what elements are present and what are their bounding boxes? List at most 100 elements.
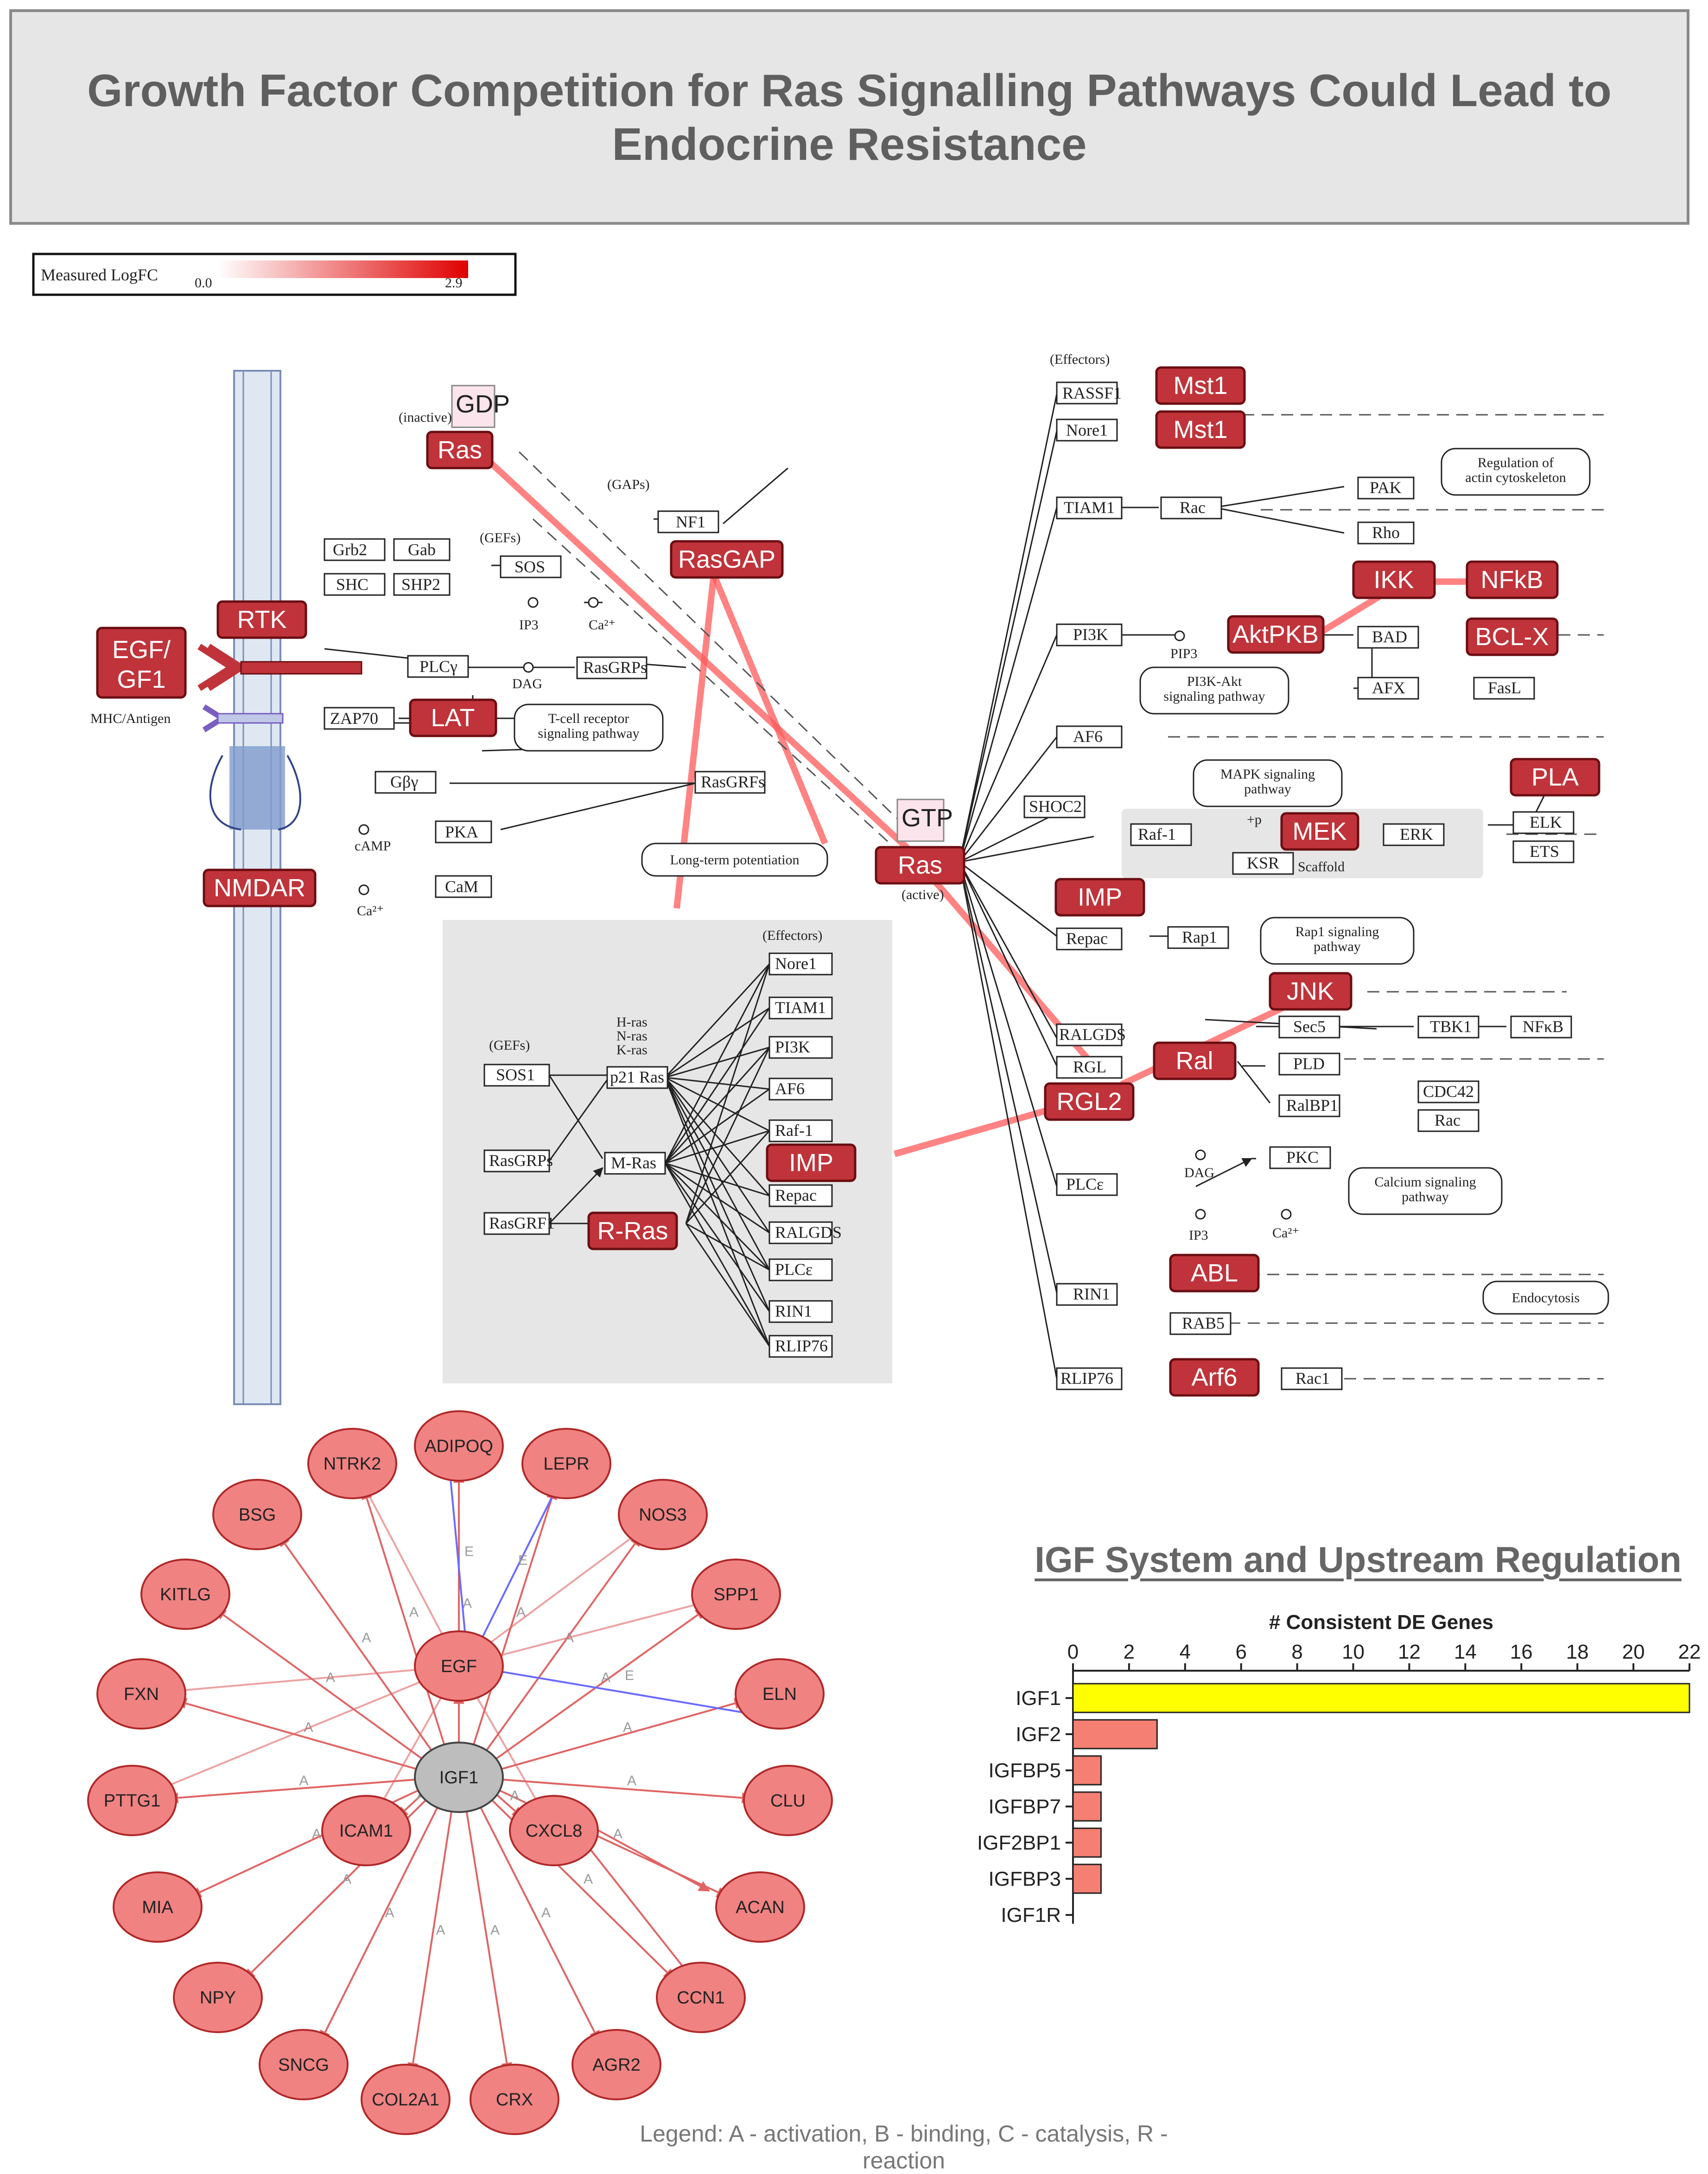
gene-nmdar xyxy=(203,868,317,907)
gene-imp-inner-label: IMP xyxy=(789,1149,833,1177)
box-nore1 xyxy=(1056,418,1118,442)
pathway-pi3kakt xyxy=(1139,666,1289,715)
label-tbk1: TBK1 xyxy=(1430,1017,1472,1036)
node-label: CCN1 xyxy=(677,1988,724,2008)
edge-imp-rgl2 xyxy=(894,1104,1058,1157)
node-crx xyxy=(470,2064,559,2135)
inset-effector-label: RLIP76 xyxy=(775,1337,828,1355)
label-pak: PAK xyxy=(1370,478,1402,497)
inset-effector-label: RIN1 xyxy=(775,1302,812,1320)
edge-igf1-crx xyxy=(464,1802,513,2074)
label-p21ras: p21 Ras xyxy=(610,1068,664,1086)
gene-mst1-b xyxy=(1155,410,1246,449)
label-rho: Rho xyxy=(1372,523,1400,542)
gaps-label: (GAPs) xyxy=(607,477,650,492)
gene-pla xyxy=(1510,758,1600,797)
box-tbk1 xyxy=(1417,1015,1479,1039)
label-nore1: Nore1 xyxy=(1066,421,1108,439)
gefs-label-2: (GEFs) xyxy=(489,1038,530,1053)
gene-mst1-a-label: Mst1 xyxy=(1173,372,1227,399)
node-label: COL2A1 xyxy=(372,2090,439,2110)
box-sos xyxy=(500,555,562,578)
label-ksr: KSR xyxy=(1247,854,1279,872)
label-rasgrps-2: RasGRPs xyxy=(489,1151,553,1170)
box-cdc42 xyxy=(1417,1080,1479,1103)
category-label: IGFBP3 xyxy=(989,1868,1061,1890)
gene-ikk-label: IKK xyxy=(1373,566,1414,594)
box-rasgrps xyxy=(576,656,648,679)
box-grb2 xyxy=(324,538,386,561)
category-label: IGF2BP1 xyxy=(977,1832,1061,1854)
ras-pathway-diagram: Grb2 Gab SHC SHP2 SOS NF1 PLCγ RasGRPs R… xyxy=(90,352,1609,1397)
box-p21ras xyxy=(606,1066,668,1089)
gene-rtk-label: RTK xyxy=(237,606,286,634)
network-legend: Legend: A - activation, B - binding, C -… xyxy=(640,2121,1168,2174)
label-pi3k: PI3K xyxy=(1073,625,1108,644)
edge-label: A xyxy=(627,1773,636,1788)
edge-egf-nos3 xyxy=(458,1514,664,1667)
box-rho xyxy=(1357,521,1415,545)
gene-lat xyxy=(409,698,497,737)
edge-label: A xyxy=(409,1605,419,1620)
gtp-badge xyxy=(896,799,945,842)
igf1-interaction-network: AAAAAAAAAAAAAAAAAAAAAEEEADIPOQLEPRNOS3SP… xyxy=(87,1410,833,2135)
node-agr2 xyxy=(571,2029,661,2100)
label-rac2: Rac xyxy=(1435,1111,1460,1129)
edge-igf1-clu xyxy=(495,1778,753,1804)
label-zap70: ZAP70 xyxy=(330,709,378,728)
label-shoc2: SHOC2 xyxy=(1029,797,1082,816)
edge-label: A xyxy=(299,1773,309,1788)
box-mras xyxy=(604,1152,666,1175)
box-pld xyxy=(1278,1052,1340,1076)
box-repac xyxy=(1056,927,1123,951)
category-label: IGF1R xyxy=(1001,1904,1061,1927)
label-plcg: PLCγ xyxy=(419,657,457,676)
node-sncg xyxy=(259,2029,349,2100)
gene-nfkb xyxy=(1466,560,1559,599)
label-rassf1: RASSF1 xyxy=(1062,384,1122,402)
label-ca2b: Ca²⁺ xyxy=(357,903,384,919)
gene-rasgap xyxy=(670,540,784,579)
box-gab xyxy=(393,538,451,561)
edge-label: E xyxy=(464,1544,474,1559)
node-label: SPP1 xyxy=(713,1585,758,1604)
label-ca2: Ca²⁺ xyxy=(589,617,616,633)
box-rassf1 xyxy=(1056,381,1118,405)
x-tick-label: 8 xyxy=(1291,1641,1302,1663)
node-icam1 xyxy=(321,1795,411,1866)
inset-effector-box xyxy=(768,1119,833,1142)
edge-igf1-agr2 xyxy=(476,1799,600,2042)
label-rasgrf1: RasGRF1 xyxy=(489,1214,555,1232)
node-ccn1 xyxy=(656,1962,746,2033)
label-scaffold: Scaffold xyxy=(1298,859,1345,875)
label-rab5: RAB5 xyxy=(1182,1314,1225,1332)
box-ksr xyxy=(1232,852,1294,875)
pathway-calcium xyxy=(1348,1167,1503,1215)
gene-mek-label: MEK xyxy=(1292,818,1346,845)
gene-imp-label: IMP xyxy=(1078,883,1122,911)
box-raf1 xyxy=(1130,823,1192,846)
box-bad xyxy=(1357,626,1419,649)
bar-igf2 xyxy=(1072,1719,1158,1749)
bar-igfbp7 xyxy=(1072,1791,1102,1822)
node-kitlg xyxy=(140,1559,230,1630)
label-camp: cAMP xyxy=(355,838,391,854)
node-label: AGR2 xyxy=(592,2055,640,2075)
label-sos1: SOS1 xyxy=(496,1065,535,1084)
inset-effector-box xyxy=(768,1335,833,1358)
edge-igf1-eln xyxy=(494,1698,746,1772)
gefs-label: (GEFs) xyxy=(480,530,521,545)
edge-label: A xyxy=(516,1605,526,1620)
box-shp2 xyxy=(393,573,451,596)
label-pka: PKA xyxy=(445,823,478,841)
gene-arf6 xyxy=(1169,1358,1260,1397)
label-pip3: PIP3 xyxy=(1170,646,1197,661)
node-egf xyxy=(414,1630,504,1702)
box-gby xyxy=(375,771,437,794)
inset-effector-box xyxy=(768,1221,833,1244)
node-label: SNCG xyxy=(278,2055,329,2075)
inset-effector-box xyxy=(768,1036,833,1059)
box-rasgrfs xyxy=(694,771,766,794)
node-label: BSG xyxy=(239,1505,276,1525)
label-shp2: SHP2 xyxy=(401,575,440,594)
